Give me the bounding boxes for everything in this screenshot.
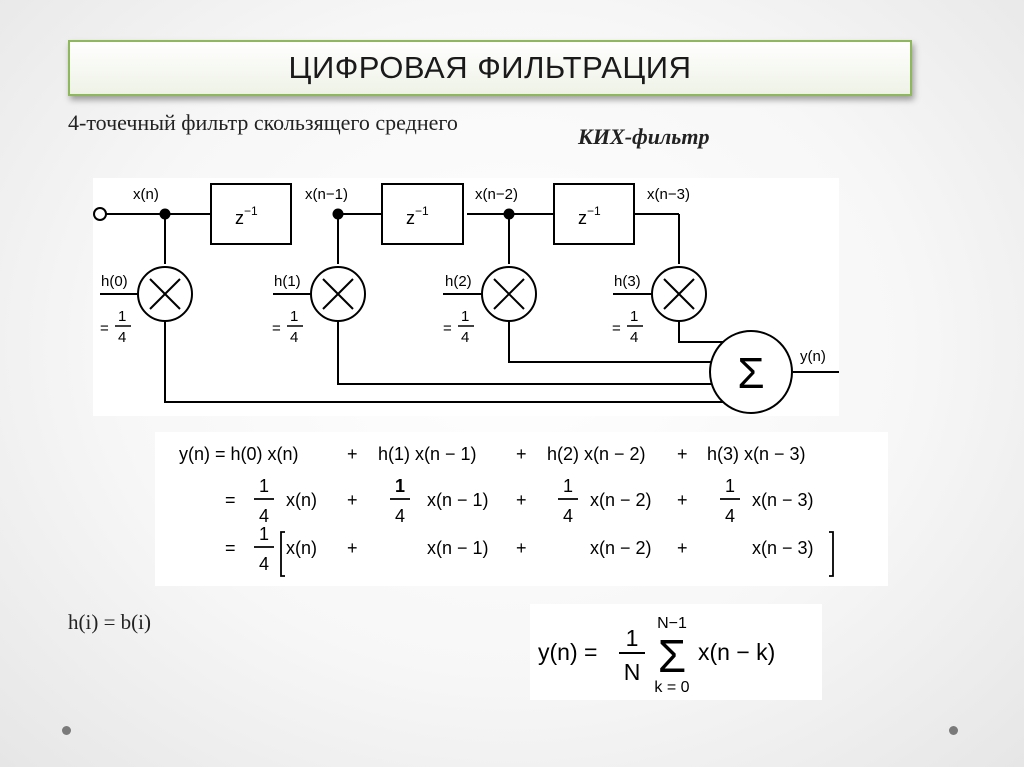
summer [709,330,793,414]
eq1-plus-3: + [677,444,688,464]
sigma-icon: Σ [737,349,764,398]
fir-label: КИХ-фильтр [578,124,710,149]
coeff-eq-1: = [272,320,281,337]
tap-label-3: x(n−3) [647,186,690,203]
eq1-term-1: h(1) x(n − 1) [378,444,477,464]
eq1-plus-1: + [347,444,358,464]
eq3-term-1: x(n − 1) [427,538,489,558]
nav-dot-right [949,726,958,735]
coeff-den-1: 4 [290,329,298,346]
equation-block: y(n) = h(0) x(n) + h(1) x(n − 1) + h(2) … [155,432,888,586]
eq1-term-2: h(2) x(n − 2) [547,444,646,464]
eq2-term-2: x(n − 2) [590,490,652,510]
eq3-term-0: x(n) [286,538,317,558]
eq3-plus-2: + [516,538,527,558]
coeff-num-1: 1 [290,308,298,325]
eq3-term-3: x(n − 3) [752,538,814,558]
sum-line [164,321,730,403]
eq2-plus-3: + [677,490,688,510]
formula-lhs: y(n) = [538,639,597,665]
delay-label-3: z−1 [578,204,601,228]
eq1-term-0: y(n) = h(0) x(n) [179,444,299,464]
frac-num: 1 [259,524,269,544]
sigma-icon: Σ [658,630,686,682]
frac-den: 4 [259,506,269,526]
sum-line [678,321,727,343]
coeff-num-0: 1 [118,308,126,325]
frac-num: 1 [563,476,573,496]
eq2-term-3: x(n − 3) [752,490,814,510]
junction-dot [332,208,344,220]
fir-block-diagram: x(n) x(n−1) x(n−2) x(n−3) z−1 z−1 z−1 h(… [93,178,839,416]
coeff-label-0: h(0) [101,273,128,290]
coeff-eq-0: = [100,320,109,337]
sum-line [508,321,715,363]
eq1-term-3: h(3) x(n − 3) [707,444,806,464]
tap-label-2: x(n−2) [475,186,518,203]
delay-label-1: z−1 [235,204,258,228]
eq2-equals: = [225,490,236,510]
junction-dot [503,208,515,220]
tap-label-1: x(n−1) [305,186,348,203]
h-equals-b: h(i) = b(i) [68,610,151,634]
title-box: ЦИФРОВАЯ ФИЛЬТРАЦИЯ [68,40,912,96]
coeff-label-1: h(1) [274,273,301,290]
frac-num: 1 [259,476,269,496]
formula-den: N [624,659,641,685]
eq3-term-2: x(n − 2) [590,538,652,558]
coeff-eq-2: = [443,320,452,337]
general-formula: y(n) = 1 N N−1 Σ k = 0 x(n − k) [530,604,822,700]
delay-label-2: z−1 [406,204,429,228]
formula-num: 1 [626,625,639,651]
frac-den: 4 [395,506,405,526]
junction-dot [159,208,171,220]
eq2-plus-2: + [516,490,527,510]
frac-den: 4 [563,506,573,526]
coeff-den-2: 4 [461,329,469,346]
subtitle: 4-точечный фильтр скользящего среднего [68,110,458,135]
nav-dot-left [62,726,71,735]
right-bracket [829,531,834,577]
slide-title: ЦИФРОВАЯ ФИЛЬТРАЦИЯ [288,50,692,85]
frac-den: 4 [725,506,735,526]
eq3-equals: = [225,538,236,558]
eq3-plus-1: + [347,538,358,558]
input-terminal [93,207,107,221]
tap-label-0: x(n) [133,186,159,203]
formula-term: x(n − k) [698,639,775,665]
coeff-eq-3: = [612,320,621,337]
coeff-den-3: 4 [630,329,638,346]
eq2-term-1: x(n − 1) [427,490,489,510]
delay-box-1 [210,183,292,245]
eq3-plus-3: + [677,538,688,558]
coeff-num-3: 1 [630,308,638,325]
sum-lower-limit: k = 0 [654,679,689,696]
delay-box-3 [553,183,635,245]
frac-den: 4 [259,554,269,574]
eq2-term-0: x(n) [286,490,317,510]
eq1-plus-2: + [516,444,527,464]
frac-num: 1 [395,476,405,496]
output-label: y(n) [800,348,826,365]
frac-num: 1 [725,476,735,496]
coeff-label-3: h(3) [614,273,641,290]
coeff-den-0: 4 [118,329,126,346]
eq2-plus-1: + [347,490,358,510]
sum-line [337,321,711,385]
delay-box-2 [381,183,464,245]
left-bracket [280,531,285,577]
coeff-label-2: h(2) [445,273,472,290]
coeff-num-2: 1 [461,308,469,325]
sum-upper-limit: N−1 [657,615,687,632]
